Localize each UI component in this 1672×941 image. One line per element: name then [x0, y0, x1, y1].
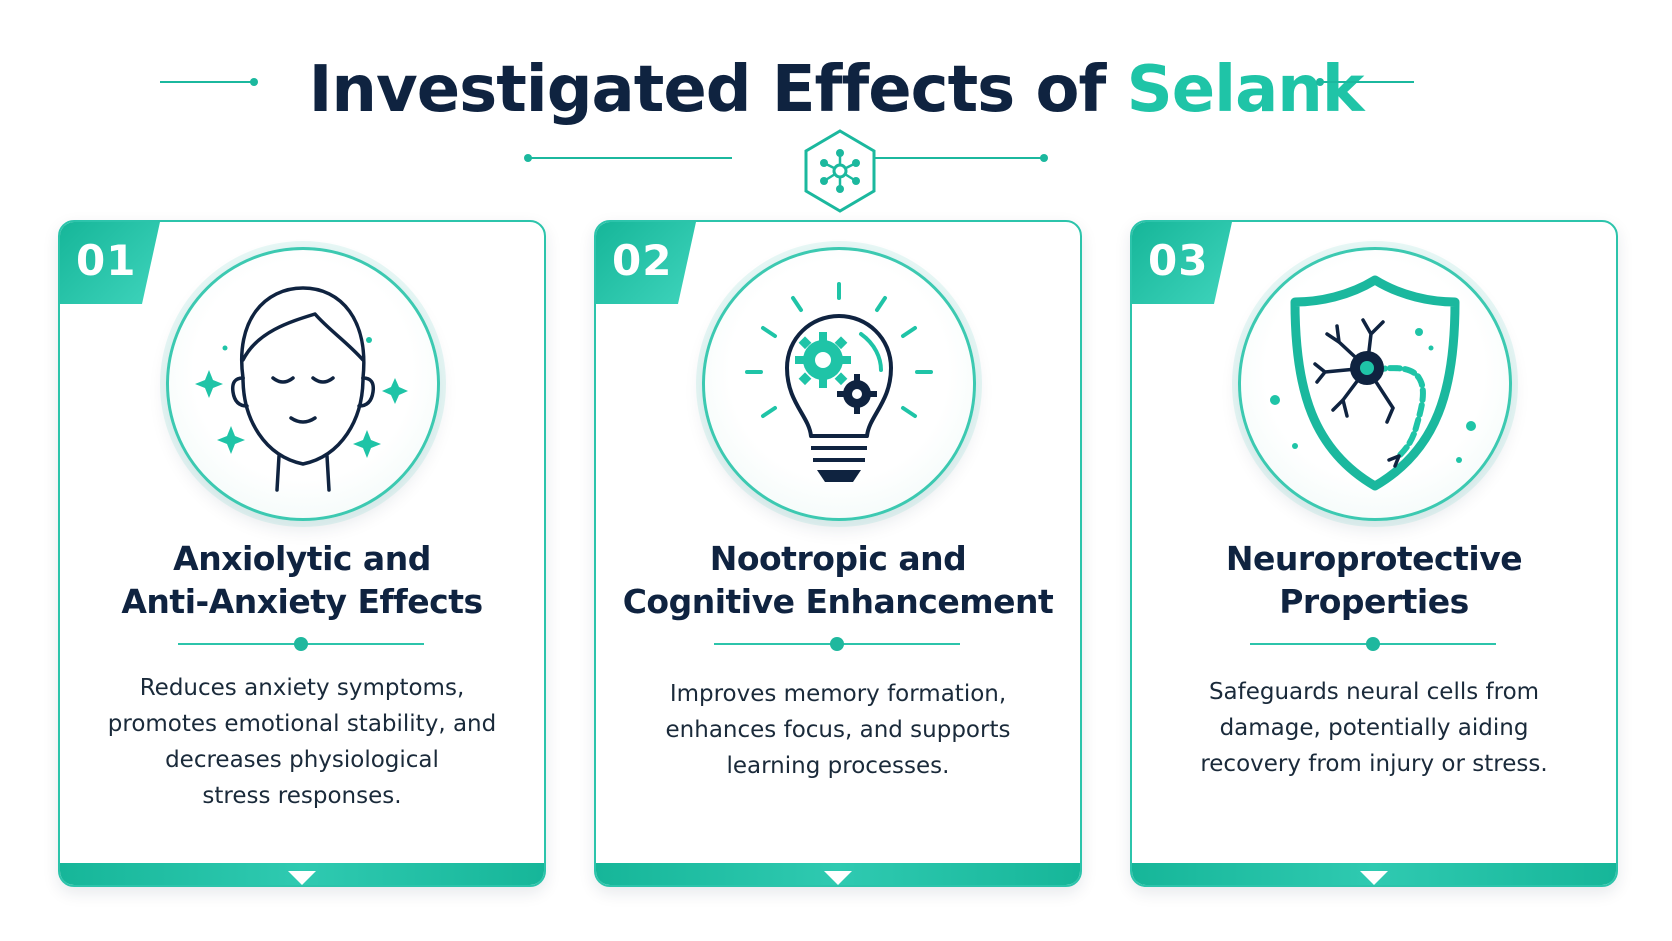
desc-line: recovery from injury or stress.	[1200, 751, 1548, 777]
card-heading: Nootropic and Cognitive Enhancement	[606, 537, 1070, 623]
card-number-tab	[1132, 222, 1232, 304]
card-description: Improves memory formation, enhances focu…	[616, 676, 1060, 784]
title-main: Investigated Effects of	[308, 53, 1107, 127]
heading-line: Neuroprotective	[1225, 539, 1523, 578]
title-accent: Selank	[1126, 53, 1365, 127]
badge-rule-right	[842, 157, 1042, 159]
title-rule-right	[1322, 81, 1414, 83]
card-footer-notch	[288, 871, 316, 885]
card-description: Reduces anxiety symptoms, promotes emoti…	[80, 670, 524, 814]
card-number-tab	[596, 222, 696, 304]
card-number: 02	[612, 236, 673, 285]
card-description: Safeguards neural cells from damage, pot…	[1152, 674, 1596, 782]
lightbulb-gears-icon	[702, 247, 976, 521]
effect-card-3: 03 Neuroprotective Pro	[1130, 220, 1618, 887]
title-rule-left	[160, 81, 252, 83]
card-heading: Anxiolytic and Anti-Anxiety Effects	[70, 537, 534, 623]
calm-face-icon	[166, 247, 440, 521]
effect-card-2: 02	[594, 220, 1082, 887]
desc-line: Reduces anxiety symptoms,	[139, 675, 465, 701]
card-divider-dot	[294, 637, 308, 651]
badge-rule-right-dot	[1040, 154, 1048, 162]
card-number-tab	[60, 222, 160, 304]
card-heading: Neuroprotective Properties	[1142, 537, 1606, 623]
desc-line: Safeguards neural cells from	[1208, 679, 1540, 705]
heading-line: Cognitive Enhancement	[622, 582, 1054, 621]
page-title: Investigated Effects of Selank	[308, 53, 1365, 127]
desc-line: promotes emotional stability, and	[107, 711, 497, 737]
card-footer-notch	[824, 871, 852, 885]
heading-line: Properties	[1279, 582, 1469, 621]
shield-neuron-icon	[1238, 247, 1512, 521]
desc-line: damage, potentially aiding	[1219, 715, 1529, 741]
heading-line: Anxiolytic and	[173, 539, 431, 578]
desc-line: stress responses.	[202, 783, 402, 809]
title-rule-right-dot	[1316, 78, 1324, 86]
badge-rule-left-dot	[524, 154, 532, 162]
card-number: 01	[76, 236, 137, 285]
badge-rule-left	[530, 157, 732, 159]
desc-line: Improves memory formation,	[669, 681, 1007, 707]
title-row: Investigated Effects of Selank	[0, 40, 1672, 140]
card-divider-dot	[830, 637, 844, 651]
heading-line: Nootropic and	[709, 539, 967, 578]
card-divider-dot	[1366, 637, 1380, 651]
effect-card-1: 01 Anxiolytic	[58, 220, 546, 887]
heading-line: Anti-Anxiety Effects	[121, 582, 483, 621]
molecule-icon	[796, 127, 884, 215]
desc-line: enhances focus, and supports	[665, 717, 1011, 743]
title-rule-left-dot	[250, 78, 258, 86]
desc-line: learning processes.	[726, 753, 950, 779]
card-footer-notch	[1360, 871, 1388, 885]
desc-line: decreases physiological	[165, 747, 439, 773]
card-number: 03	[1148, 236, 1209, 285]
